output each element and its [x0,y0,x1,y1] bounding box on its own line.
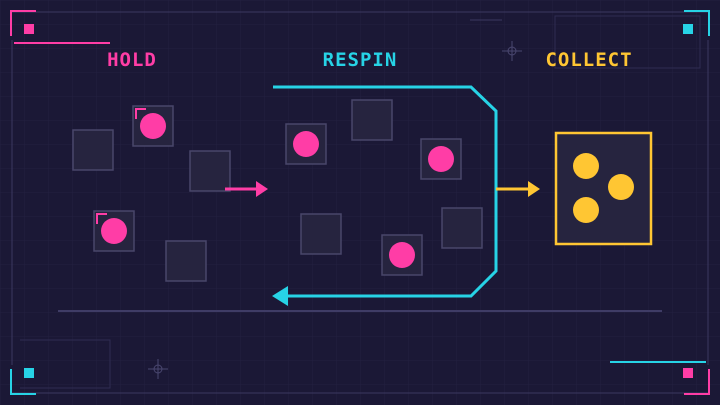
reel-slot [189,150,231,192]
coin-icon [608,174,634,200]
arrow-right-icon [496,181,540,197]
reel-slot-filled [420,138,462,180]
reel-slot-filled [381,234,423,276]
collect-box [554,131,653,246]
coin-icon [573,153,599,179]
coin-icon [101,218,127,244]
arrow-left-icon [272,286,288,306]
respin-loop [273,85,498,298]
reel-slot [165,240,207,282]
coin-icon [389,242,415,268]
hud-decoration [11,11,709,394]
coin-icon [293,131,319,157]
corner-bracket-icon [610,361,710,395]
respin-reels [285,99,483,276]
corner-bracket-icon [683,10,710,36]
corner-bracket-icon [10,10,110,44]
arrow-right-icon [225,181,268,197]
crosshair-icon [148,359,168,379]
phase-label-respin: RESPIN [322,49,398,71]
coin-icon [140,113,166,139]
crosshair-icon [502,41,522,61]
coin-icon [428,146,454,172]
reel-slot [441,207,483,249]
reel-slot-held [132,105,174,147]
phase-label-collect: COLLECT [545,49,633,71]
phase-label-hold: HOLD [107,49,157,71]
reel-slot [72,129,114,171]
hold-reels [72,105,231,282]
reel-slot [300,213,342,255]
reel-slot-held [93,210,135,252]
reel-slot-filled [285,123,327,165]
reel-slot [351,99,393,141]
corner-bracket-icon [10,368,36,395]
coin-icon [573,197,599,223]
